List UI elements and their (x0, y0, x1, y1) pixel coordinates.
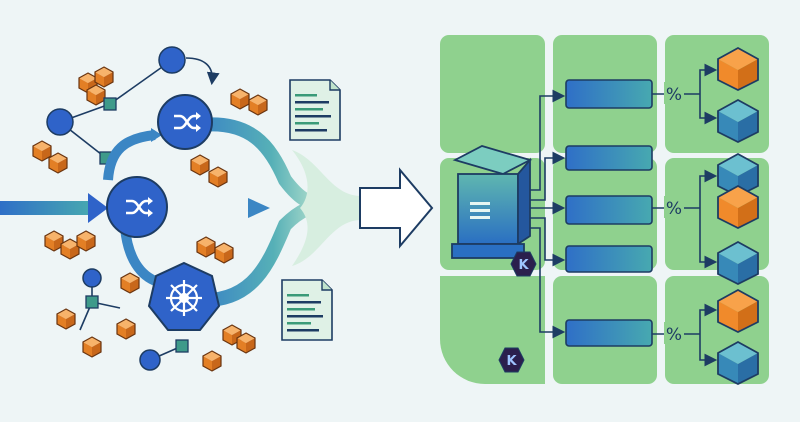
node-circle (158, 46, 186, 74)
small-cube-icon (120, 272, 140, 294)
small-cube-icon (248, 94, 268, 116)
small-cube-icon (82, 336, 102, 358)
kubernetes-badge-top: K (510, 251, 537, 277)
badge-label: K (506, 354, 517, 369)
kubernetes-helm-icon (166, 280, 202, 316)
server-tower-icon (451, 145, 533, 259)
percent-label: % (666, 199, 682, 219)
shuffle-hub-middle (106, 176, 168, 238)
small-cube-icon (60, 238, 80, 260)
big-arrow (359, 167, 434, 249)
kubernetes-badge-bottom: K (498, 347, 525, 373)
route-bars (565, 79, 653, 347)
small-cube-icon (202, 350, 222, 372)
link-arrow (185, 57, 220, 86)
small-cube-icon (190, 154, 210, 176)
small-cube-icon (56, 308, 76, 330)
small-cube-icon (44, 230, 64, 252)
route-bar (565, 79, 653, 109)
node-circle (139, 349, 161, 371)
node-circle (82, 268, 102, 288)
route-bar (565, 145, 653, 171)
badge-label: K (518, 258, 529, 273)
percent-label: % (666, 325, 682, 345)
small-cube-icon (230, 88, 250, 110)
node-square (103, 97, 117, 111)
code-document-icon (281, 279, 333, 341)
route-bar (565, 195, 653, 225)
percent-label: % (666, 85, 682, 105)
route-bar (565, 319, 653, 347)
node-square (85, 295, 99, 309)
small-cube-icon (32, 140, 52, 162)
flow-arrow-head (248, 198, 270, 218)
curved-flow (103, 130, 156, 181)
funnel-flow (292, 150, 434, 266)
panel (440, 35, 545, 153)
small-cube-icon (196, 236, 216, 258)
small-cube-icon (86, 84, 106, 106)
small-nodes (46, 46, 189, 371)
node-square (175, 339, 189, 353)
small-cube-icon (94, 66, 114, 88)
small-cube-icon (48, 152, 68, 174)
small-cube-icon (116, 318, 136, 340)
shuffle-hub-top (157, 94, 213, 150)
small-cube-icon (236, 332, 256, 354)
route-bar (565, 245, 653, 273)
route-connectors (525, 89, 566, 339)
small-cube-icon (76, 230, 96, 252)
incoming-arrow (0, 193, 108, 223)
node-circle (46, 108, 74, 136)
percent-labels: % % % (664, 82, 684, 345)
code-document-icon (289, 79, 341, 141)
small-cube-icon (214, 242, 234, 264)
kubernetes-hub (147, 261, 221, 331)
small-cube-icon (208, 166, 228, 188)
panel (440, 276, 545, 384)
